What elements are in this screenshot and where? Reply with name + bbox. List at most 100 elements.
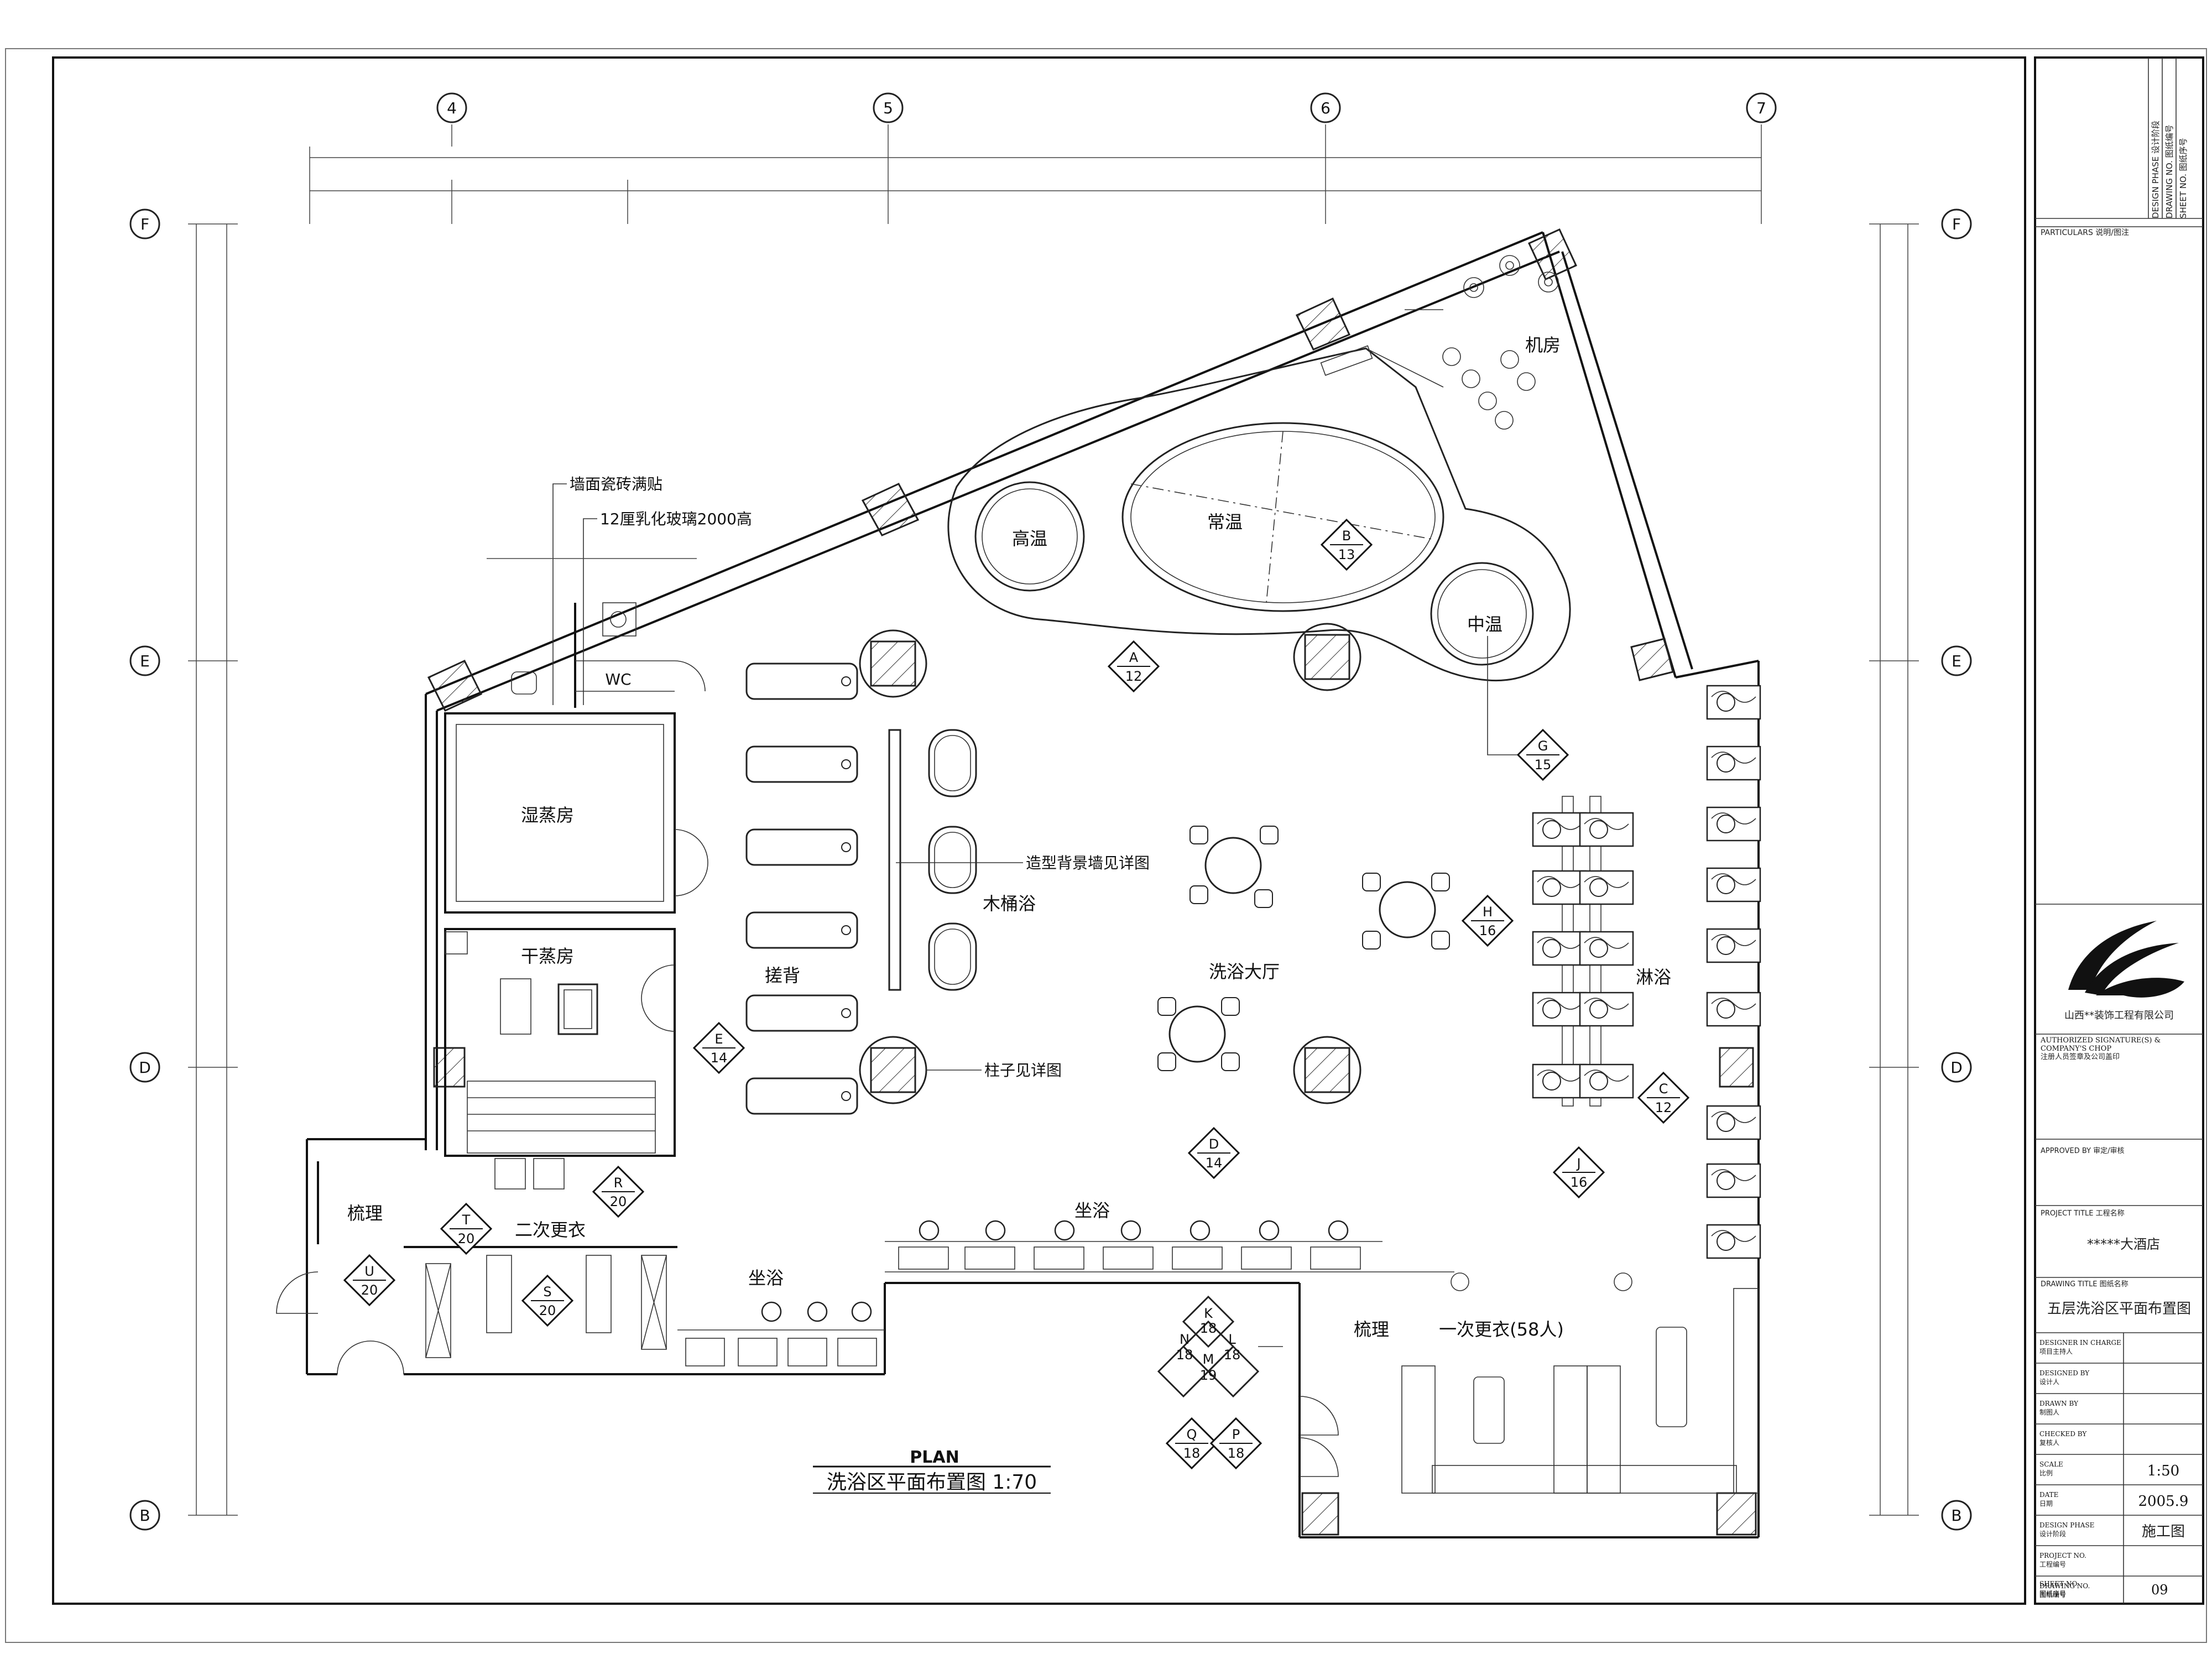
room-label-sit-bath-center: 坐浴 <box>1074 1200 1110 1221</box>
company-logo: 山西**装饰工程有限公司 <box>2064 921 2184 1021</box>
elevation-marker-a: A12 <box>1107 640 1160 693</box>
room-label-high-temp: 高温 <box>1012 528 1047 549</box>
tb-drawing-no-cn: 图纸编号 <box>2039 1590 2066 1599</box>
grid-label-6: 6 <box>1321 99 1331 117</box>
elevation-marker-c: C12 <box>1637 1071 1690 1124</box>
wc-room <box>511 602 706 708</box>
grid-label-d-right: D <box>1950 1058 1963 1077</box>
sheet-number-row: SHEET NO. 图纸序号 09 <box>2035 1579 2203 1603</box>
marker-l-num: 18 <box>1224 1347 1241 1363</box>
elevation-marker-q: Q 18 <box>1165 1417 1218 1470</box>
grid-row-f-right: F <box>1941 208 1972 239</box>
tb-scale-label: SCALE <box>2039 1460 2063 1468</box>
plan-label: PLAN <box>910 1448 959 1467</box>
plan-title-block: PLAN 洗浴区平面布置图 1:70 <box>813 1448 1051 1494</box>
tb-approved: APPROVED BY 审定/审核 <box>2041 1147 2125 1155</box>
elevation-marker-g: G 15 <box>1516 728 1569 781</box>
room-label-shower: 淋浴 <box>1636 967 1671 988</box>
tb-authorized-2: COMPANY'S CHOP <box>2041 1045 2111 1053</box>
tb-drawn-by-cn: 制图人 <box>2039 1408 2059 1416</box>
grid-label-d: D <box>139 1058 151 1077</box>
marker-k-letter: K <box>1204 1306 1213 1321</box>
grid-row-d-left: D <box>129 1052 160 1083</box>
tb-design-phase-head: DESIGN PHASE 设计阶段 <box>2151 121 2161 218</box>
elevation-marker-j: J16 <box>1552 1146 1605 1199</box>
pool-area <box>947 347 1571 682</box>
tb-date: 2005.9 <box>2138 1493 2189 1510</box>
steam-room <box>444 712 708 914</box>
marker-letter: H <box>1483 904 1493 920</box>
grid-label-f-right: F <box>1952 215 1961 233</box>
first-change-room <box>1299 1288 1759 1494</box>
tb-project-no: PROJECT NO. <box>2039 1552 2086 1559</box>
grid-column-6: 6 <box>1310 92 1341 123</box>
scrub-beds <box>745 662 858 1115</box>
tb-phase-cn: 设计阶段 <box>2039 1530 2066 1538</box>
round-columns <box>859 623 1361 1104</box>
elevation-marker-d: D 14 <box>1187 1126 1240 1180</box>
grid-label-e: E <box>140 652 150 670</box>
paper-frame <box>5 48 2207 1643</box>
grid-row-d-right: D <box>1941 1052 1972 1083</box>
grid-row-f-left: F <box>129 208 160 239</box>
marker-number: 20 <box>361 1282 378 1298</box>
note-column-detail: 柱子见详图 <box>984 1061 1062 1079</box>
grid-label-e-right: E <box>1952 652 1961 670</box>
tb-project-title: *****大酒店 <box>2087 1237 2160 1252</box>
marker-l-letter: L <box>1228 1332 1236 1347</box>
tb-drawing-title-label: DRAWING TITLE 图纸名称 <box>2041 1280 2128 1288</box>
title-block <box>2035 58 2203 1604</box>
room-label-dry-sauna: 干蒸房 <box>521 946 574 967</box>
marker-number: 13 <box>1338 547 1355 562</box>
marker-number: 20 <box>610 1194 627 1209</box>
room-label-machine-room: 机房 <box>1525 335 1561 356</box>
marker-letter: D <box>1209 1136 1219 1152</box>
tb-scale: 1:50 <box>2147 1463 2179 1479</box>
dry-sauna <box>444 928 676 1157</box>
marker-number: 18 <box>1183 1446 1201 1461</box>
plan-title: 洗浴区平面布置图 1:70 <box>827 1471 1037 1494</box>
elevation-marker-s: S20 <box>521 1274 574 1327</box>
marker-letter: T <box>462 1212 471 1228</box>
elevation-marker-b: B 13 <box>1320 518 1373 571</box>
marker-number: 14 <box>1206 1155 1223 1171</box>
marker-letter: U <box>364 1264 374 1279</box>
machine-room-equipment <box>1320 255 1559 430</box>
marker-letter: C <box>1659 1081 1668 1097</box>
marker-number: 20 <box>458 1231 475 1246</box>
room-label-grooming-right: 梳理 <box>1354 1319 1389 1340</box>
tb-authorized-3: 注册人员签章及公司盖印 <box>2041 1052 2120 1061</box>
marker-number: 16 <box>1479 923 1496 938</box>
grid-label-5: 5 <box>883 99 893 117</box>
note-feature-wall: 造型背景墙见详图 <box>1026 854 1150 872</box>
tb-sheet: 09 <box>2151 1582 2168 1598</box>
grid-label-4: 4 <box>447 99 457 117</box>
marker-letter: G <box>1538 738 1548 754</box>
top-dimensions <box>309 124 1762 224</box>
marker-n-letter: N <box>1180 1332 1190 1347</box>
tb-checked-by: CHECKED BY <box>2039 1430 2087 1438</box>
tb-date-label: DATE <box>2039 1491 2058 1499</box>
note-wall-tile: 墙面瓷砖满贴 <box>570 475 662 493</box>
room-label-first-change: 一次更衣(58人) <box>1439 1319 1564 1340</box>
tb-checked-by-cn: 复核人 <box>2039 1439 2059 1447</box>
tb-designed-by-cn: 设计人 <box>2039 1378 2059 1386</box>
note-glass: 12厘乳化玻璃2000高 <box>600 510 752 528</box>
marker-number: 14 <box>711 1050 728 1066</box>
marker-number: 18 <box>1228 1446 1245 1461</box>
tb-phase-label: DESIGN PHASE <box>2039 1521 2094 1529</box>
marker-letter: B <box>1342 528 1351 544</box>
elevation-marker-r: R20 <box>592 1165 645 1218</box>
marker-letter: P <box>1232 1427 1240 1442</box>
leader-lines <box>487 483 1537 1071</box>
marker-number: 15 <box>1535 757 1552 773</box>
room-label-normal-temp: 常温 <box>1207 512 1243 533</box>
tb-project-no-cn: 工程编号 <box>2039 1560 2066 1568</box>
marker-letter: Q <box>1187 1427 1197 1442</box>
title-block-border <box>2034 56 2204 1605</box>
elevation-marker-p: P 18 <box>1209 1417 1262 1470</box>
grid-column-5: 5 <box>873 92 904 123</box>
shower-stalls <box>1532 685 1761 1259</box>
room-label-grooming-left: 梳理 <box>347 1203 383 1224</box>
